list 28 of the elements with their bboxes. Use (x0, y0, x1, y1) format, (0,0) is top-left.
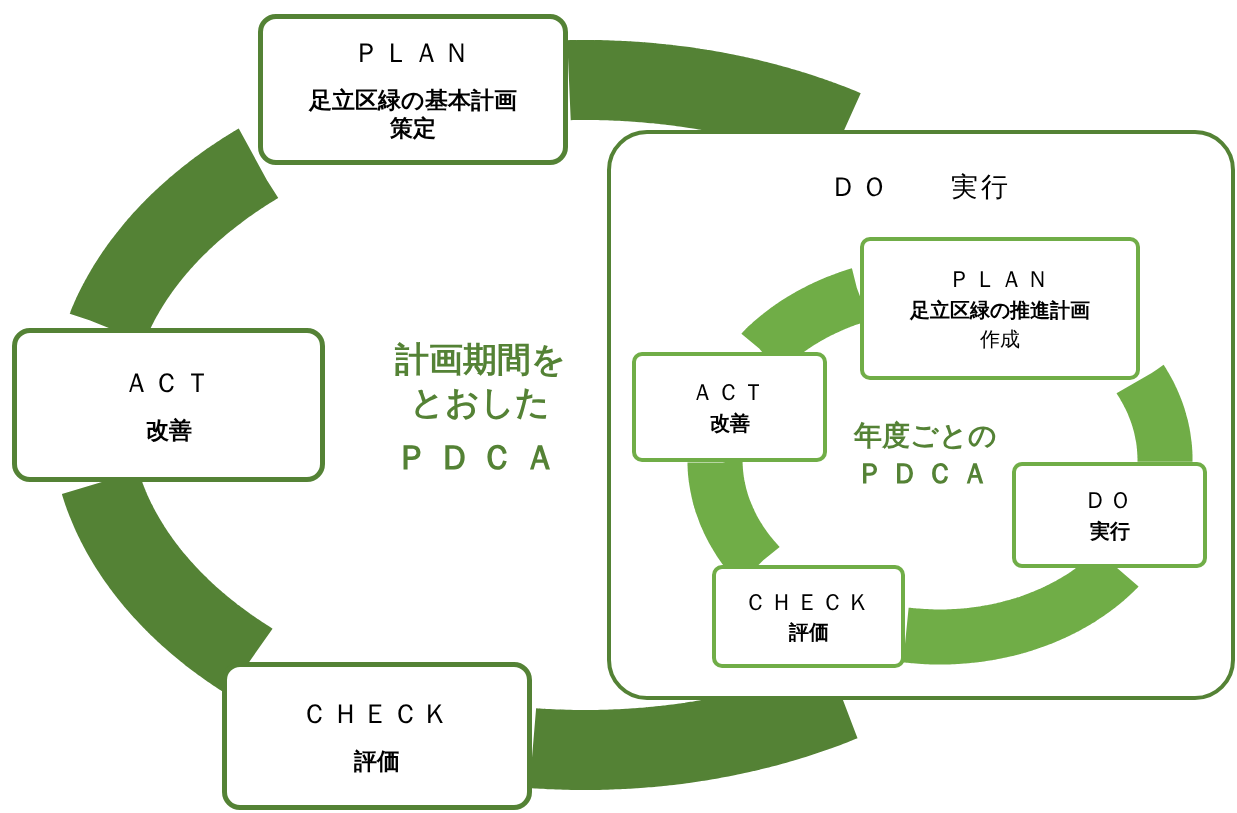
stage-title: ＰＬＡＮ (352, 35, 474, 70)
stage-title: ＤＯ 実行 (830, 170, 1012, 204)
stage-text: 改善 (145, 415, 192, 445)
stage-box (1012, 462, 1207, 568)
stage-title: ＤＯ (1083, 486, 1136, 515)
stage-text: 評価 (354, 746, 400, 776)
stage-text: 作成 (980, 326, 1020, 352)
stage-text: 足立区緑の基本計画策定 (307, 85, 518, 144)
stage-box (712, 565, 905, 668)
cycle-label: 年度ごとの (852, 418, 998, 453)
stage-title: ＡＣＴ (123, 365, 214, 400)
stage-title: ＡＣＴ (690, 378, 769, 407)
stage-box (860, 237, 1140, 380)
cycle-label: ＰＤＣＡ (394, 436, 566, 479)
stage-text: 改善 (709, 410, 750, 436)
stage-title: ＣＨＥＣＫ (744, 587, 873, 617)
stage-box (632, 352, 827, 462)
stage-title: ＣＨＥＣＫ (301, 696, 453, 731)
stage-box (222, 662, 532, 810)
group-box (607, 130, 1235, 700)
stage-title: ＰＬＡＮ (948, 265, 1052, 294)
stage-text: 足立区緑の推進計画 (910, 297, 1090, 323)
stage-box (12, 328, 325, 482)
cycle-label: ＰＤＣＡ (854, 456, 997, 491)
stage-box (258, 14, 568, 165)
stage-text: 評価 (788, 620, 829, 646)
stage-text: 実行 (1089, 518, 1130, 544)
cycle-label: 計画期間をとおした (393, 338, 567, 423)
